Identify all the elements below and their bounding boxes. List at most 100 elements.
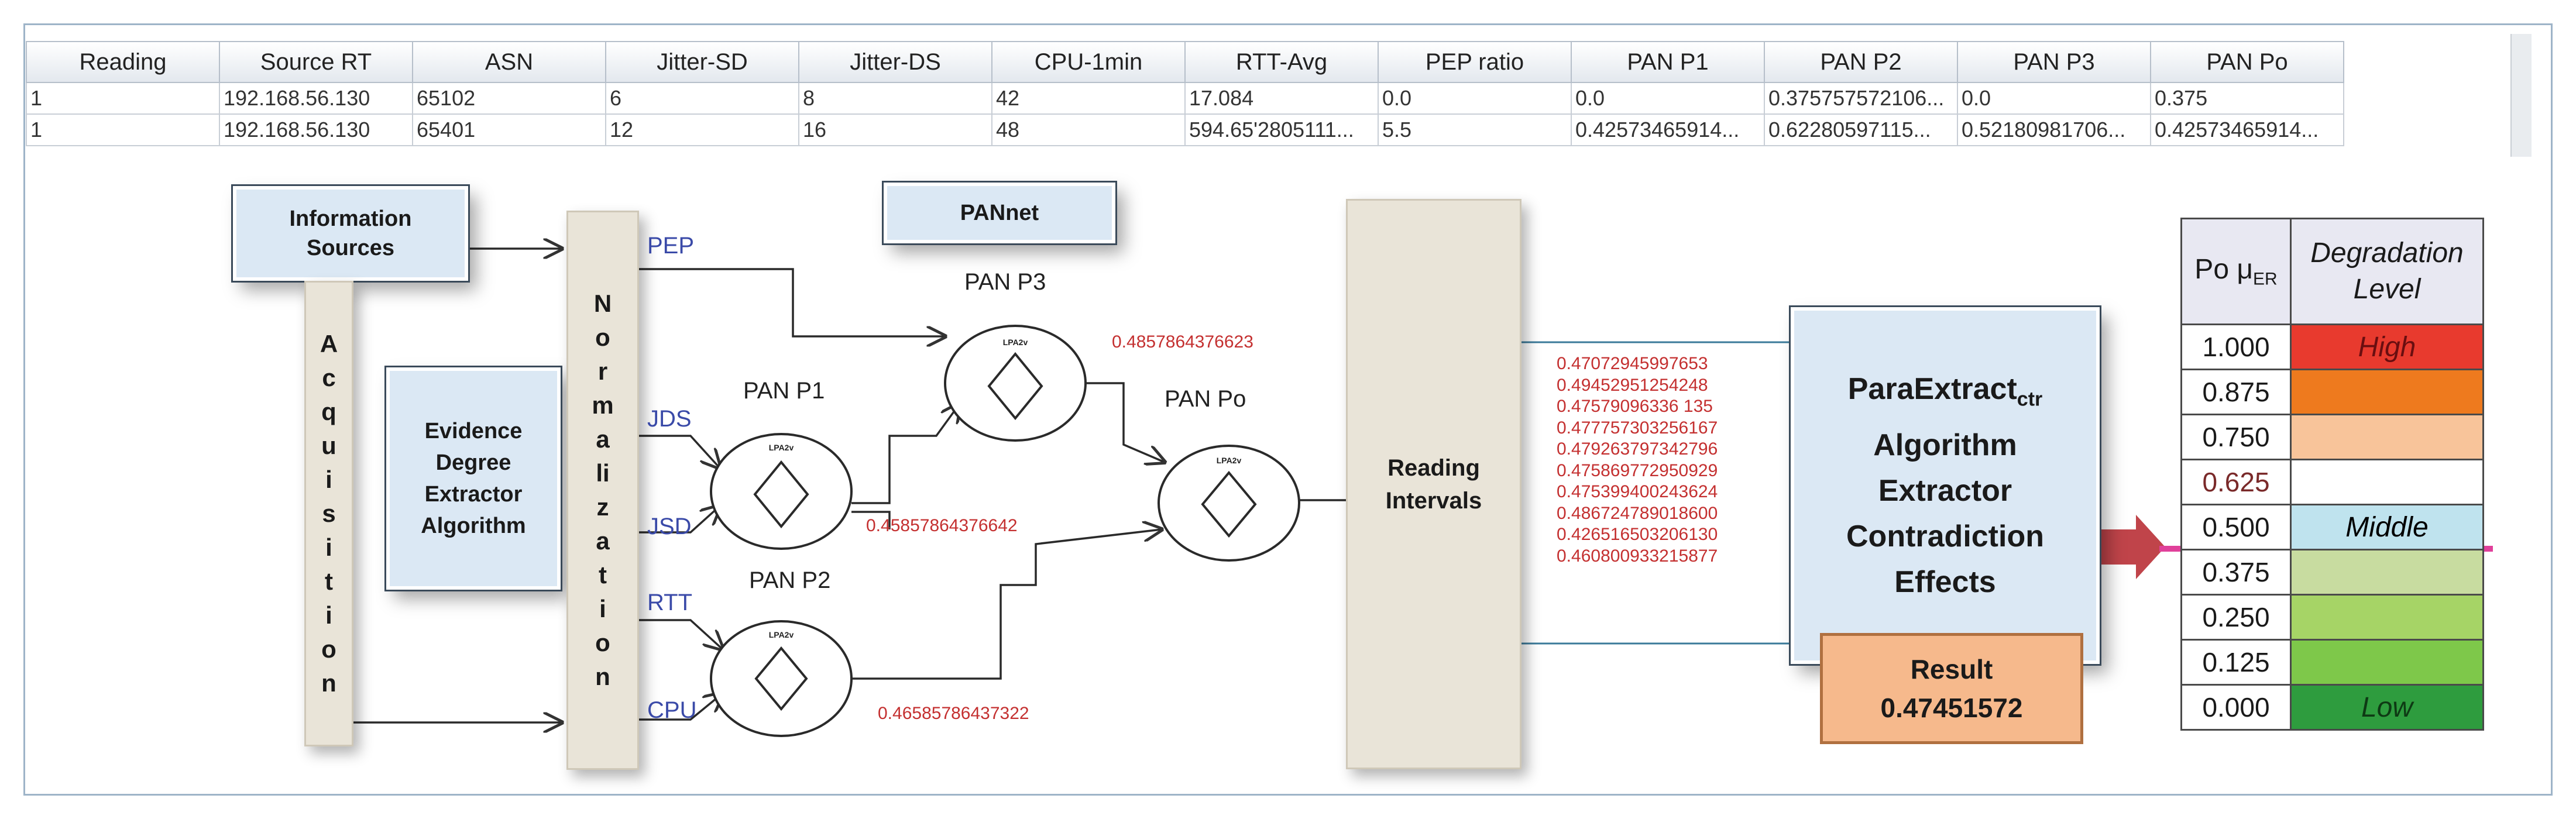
degradation-color-cell <box>2290 549 2484 596</box>
pan-node-p3[interactable]: LPA2v <box>944 325 1087 442</box>
normalization-letter: o <box>595 324 610 351</box>
table-cell[interactable]: 0.52180981706... <box>1957 113 2151 146</box>
column-header[interactable]: Reading <box>26 41 220 83</box>
degradation-color-cell <box>2290 369 2484 415</box>
table-cell[interactable]: 0.375757572106... <box>1764 82 1958 115</box>
normalization-letter: i <box>599 595 606 622</box>
table-header-row: Reading Source RT ASN Jitter-SD Jitter-D… <box>26 41 2344 83</box>
table-cell[interactable]: 8 <box>798 82 992 115</box>
table-cell[interactable]: 0.42573465914... <box>1571 113 1765 146</box>
table-cell[interactable]: 12 <box>605 113 799 146</box>
degradation-row: 1.000 High <box>2180 324 2484 370</box>
table-cell[interactable]: 42 <box>991 82 1186 115</box>
interval-value: 0.475399400243624 <box>1557 482 1718 501</box>
acquisition-letter: q <box>321 398 336 425</box>
table-row[interactable]: 1 192.168.56.130 65401 12 16 48 594.65'2… <box>26 113 2344 146</box>
interval-value: 0.460800933215877 <box>1557 546 1718 566</box>
table-cell[interactable]: 6 <box>605 82 799 115</box>
table-cell[interactable]: 0.62280597115... <box>1764 113 1958 146</box>
column-header[interactable]: RTT-Avg <box>1184 41 1379 83</box>
reading-intervals-box[interactable]: Reading Intervals <box>1346 199 1521 769</box>
acquisition-pillar[interactable]: A c q u i s i t i o n <box>304 281 353 746</box>
evidence-degree-extractor-box[interactable]: Evidence Degree Extractor Algorithm <box>386 367 561 590</box>
acquisition-letter: u <box>321 432 336 459</box>
table-cell[interactable]: 17.084 <box>1184 82 1379 115</box>
degradation-row: 0.000 Low <box>2180 684 2484 731</box>
table-cell[interactable]: 48 <box>991 113 1186 146</box>
paraextract-line: Algorithm <box>1873 428 2017 462</box>
table-cell[interactable]: 65102 <box>412 82 606 115</box>
degradation-row: 0.500 Middle <box>2180 504 2484 550</box>
acquisition-letter: i <box>325 601 332 629</box>
degradation-level-table: Po μER Degradation Level 1.000 High 0.87… <box>2180 218 2484 731</box>
degradation-value: 0.375 <box>2180 549 2292 596</box>
normalization-pillar[interactable]: N o r m a li z a t i o n <box>566 211 639 770</box>
table-cell[interactable]: 0.375 <box>2150 82 2344 115</box>
normalization-letter: o <box>595 629 610 656</box>
table-cell[interactable]: 192.168.56.130 <box>219 82 413 115</box>
column-header[interactable]: PEP ratio <box>1378 41 1572 83</box>
column-header[interactable]: Jitter-DS <box>798 41 992 83</box>
degradation-color-middle: Middle <box>2290 504 2484 550</box>
degradation-row: 0.875 <box>2180 369 2484 415</box>
pannet-box[interactable]: PANnet <box>884 183 1115 243</box>
degradation-color-cell <box>2290 414 2484 460</box>
degradation-row: 0.375 <box>2180 549 2484 596</box>
input-label-jds: JDS <box>647 406 692 432</box>
table-cell[interactable]: 1 <box>26 113 220 146</box>
result-label: Result <box>1910 654 1993 684</box>
interval-value: 0.477757303256167 <box>1557 418 1718 438</box>
evidence-degree-extractor-label: Evidence Degree Extractor Algorithm <box>421 419 526 538</box>
table-cell[interactable]: 0.0 <box>1957 82 2151 115</box>
paraextract-box[interactable]: ParaExtractctr Algorithm Extractor Contr… <box>1791 307 2100 664</box>
column-header[interactable]: PAN P1 <box>1571 41 1765 83</box>
paraextract-line: Contradiction <box>1846 519 2044 553</box>
normalization-letter: a <box>596 527 610 555</box>
degradation-color-cell <box>2290 459 2484 505</box>
degradation-value: 0.875 <box>2180 369 2292 415</box>
interval-value: 0.49452951254248 <box>1557 375 1708 395</box>
degradation-color-low: Low <box>2290 684 2484 731</box>
table-row[interactable]: 1 192.168.56.130 65102 6 8 42 17.084 0.0… <box>26 82 2344 115</box>
degradation-color-cell <box>2290 594 2484 641</box>
result-box[interactable]: Result 0.47451572 <box>1820 633 2083 744</box>
column-header[interactable]: CPU-1min <box>991 41 1186 83</box>
table-cell[interactable]: 192.168.56.130 <box>219 113 413 146</box>
input-label-cpu: CPU <box>647 697 697 723</box>
table-cell[interactable]: 0.0 <box>1378 82 1572 115</box>
vertical-scrollbar[interactable] <box>2510 34 2532 157</box>
pannet-label: PANnet <box>960 200 1039 225</box>
acquisition-letter: i <box>325 466 332 493</box>
table-cell[interactable]: 16 <box>798 113 992 146</box>
column-header[interactable]: PAN P2 <box>1764 41 1958 83</box>
acquisition-letter: A <box>320 330 338 357</box>
degradation-level-header: Degradation Level <box>2290 218 2484 325</box>
node-value-p1: 0.45857864376642 <box>866 516 1018 535</box>
input-label-rtt: RTT <box>647 590 693 615</box>
table-cell[interactable]: 594.65'2805111... <box>1184 113 1379 146</box>
column-header[interactable]: PAN Po <box>2150 41 2344 83</box>
column-header[interactable]: Jitter-SD <box>605 41 799 83</box>
interval-values-list: 0.47072945997653 0.49452951254248 0.4757… <box>1557 353 1718 567</box>
table-cell[interactable]: 0.0 <box>1571 82 1765 115</box>
interval-value: 0.475869772950929 <box>1557 460 1718 480</box>
column-header[interactable]: Source RT <box>219 41 413 83</box>
table-cell[interactable]: 5.5 <box>1378 113 1572 146</box>
table-cell[interactable]: 0.42573465914... <box>2150 113 2344 146</box>
normalization-letter: t <box>599 561 607 589</box>
interval-value: 0.486724789018600 <box>1557 503 1718 523</box>
interval-value: 0.47579096336 135 <box>1557 397 1713 416</box>
table-cell[interactable]: 1 <box>26 82 220 115</box>
information-sources-box[interactable]: Information Sources <box>233 186 468 281</box>
pan-node-po[interactable]: LPA2v <box>1158 445 1300 562</box>
pan-node-p2[interactable]: LPA2v <box>710 620 853 737</box>
normalization-letter: a <box>596 425 610 453</box>
degradation-value: 1.000 <box>2180 324 2292 370</box>
pan-node-p1[interactable]: LPA2v <box>710 433 853 550</box>
acquisition-letter: i <box>325 534 332 561</box>
column-header[interactable]: PAN P3 <box>1957 41 2151 83</box>
table-cell[interactable]: 65401 <box>412 113 606 146</box>
acquisition-letter: s <box>322 500 336 527</box>
column-header[interactable]: ASN <box>412 41 606 83</box>
